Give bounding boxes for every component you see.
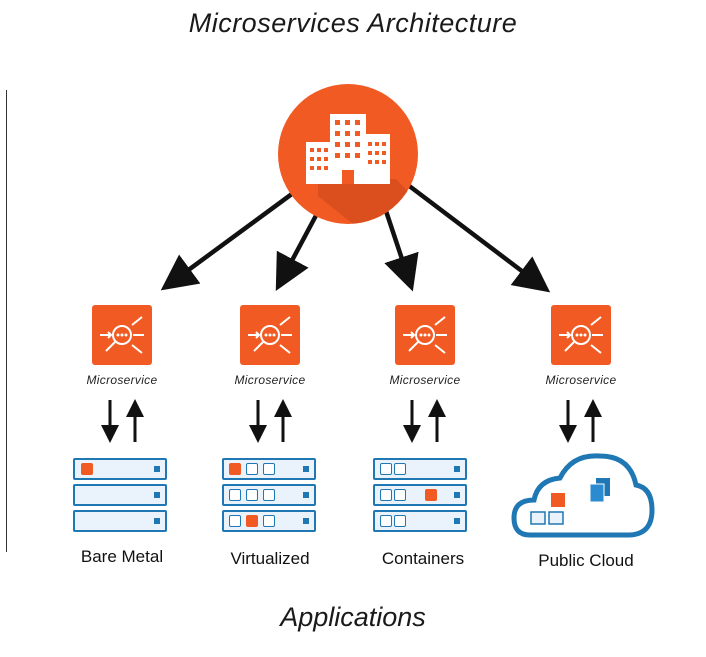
microservice-label: Microservice — [545, 373, 617, 387]
arrow-to-public-cloud — [406, 183, 551, 293]
microservice-label: Microservice — [389, 373, 461, 387]
env-label-virtualized: Virtualized — [230, 549, 310, 568]
arrow-to-virtualized — [275, 206, 322, 291]
microservice-icon-containers — [395, 305, 455, 365]
env-label-public-cloud: Public Cloud — [538, 551, 634, 570]
microservice-icon-public-cloud — [551, 305, 611, 365]
env-label-containers: Containers — [381, 549, 465, 568]
diagram-title: Microservices Architecture — [188, 8, 518, 38]
buildings-icon — [306, 114, 418, 224]
left-divider — [6, 90, 7, 552]
arrow-to-bare-metal — [160, 186, 302, 291]
enterprise-hub — [278, 84, 418, 224]
microservice-icon-bare-metal — [92, 305, 152, 365]
microservice-label: Microservice — [234, 373, 306, 387]
diagram-footer: Applications — [280, 602, 426, 632]
env-label-bare-metal: Bare Metal — [80, 547, 164, 566]
microservice-label: Microservice — [86, 373, 158, 387]
microservice-icon-virtualized — [240, 305, 300, 365]
